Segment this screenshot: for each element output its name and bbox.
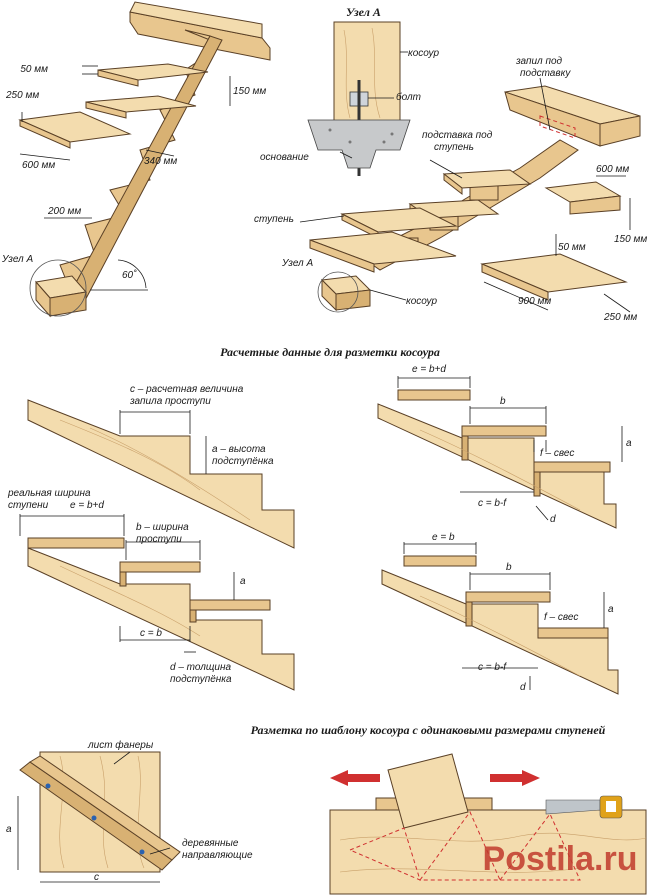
angle-label: 60˚	[122, 269, 137, 281]
stringer-illustration	[18, 1, 271, 318]
dim-250-label: 250 мм	[5, 90, 39, 101]
node-a-title: Узел А	[346, 5, 381, 19]
plywood-label: лист фанеры	[87, 739, 154, 751]
plywood-template	[17, 751, 181, 883]
br-f-label: f – свес	[544, 612, 578, 623]
node-a-detail	[307, 21, 411, 176]
stringer-with-treads	[19, 514, 295, 691]
kosour-label-right: косоур	[406, 296, 438, 307]
stringer-cut-diagram	[27, 399, 295, 549]
br-b-label: b	[506, 562, 512, 573]
dim-50-label: 50 мм	[20, 64, 48, 75]
stringer-overhang	[381, 542, 619, 695]
stupen-label: ступень	[254, 214, 294, 225]
dim-150-right: 150 мм	[614, 234, 647, 245]
kosour-label-node: косоур	[408, 48, 440, 59]
c-eq-b-label: с = b	[140, 628, 162, 639]
dim-600-label: 600 мм	[22, 160, 55, 171]
saw-marking-illustration	[329, 753, 647, 895]
tr-a-label: а	[626, 438, 632, 449]
e-eq-bd-left: е = b+d	[70, 500, 104, 511]
sec3-c-label: с	[94, 872, 99, 883]
a-left-label: а	[240, 576, 246, 587]
sec3-a-label: а	[6, 824, 12, 835]
dim-340-label: 340 мм	[144, 156, 177, 167]
tr-b-label: b	[500, 396, 506, 407]
base-label: основание	[260, 152, 309, 163]
br-a-label: а	[608, 604, 614, 615]
bolt-label: болт	[396, 91, 421, 103]
br-c-label: с = b-f	[478, 662, 507, 673]
node-a-label-left: Узел А	[1, 254, 33, 265]
node-a-label-right: Узел А	[281, 258, 313, 269]
section2-title: Расчетные данные для разметки косоура	[220, 345, 440, 359]
dim-200-label: 200 мм	[47, 206, 81, 217]
br-e-label: е = b	[432, 532, 455, 543]
tr-f-label: f – свес	[540, 448, 574, 459]
dim-900-label: 900 мм	[518, 296, 551, 307]
section3-title: Разметка по шаблону косоура с одинаковым…	[251, 723, 606, 737]
dim-50-right: 50 мм	[558, 242, 586, 253]
tr-e-label: е = b+d	[412, 364, 446, 375]
dim-600-right: 600 мм	[596, 164, 629, 175]
dim-150-label: 150 мм	[233, 86, 266, 97]
staircase-assembly	[299, 77, 641, 313]
br-d-label: d	[520, 682, 526, 693]
dim-250-right: 250 мм	[603, 312, 637, 323]
tr-c-label: с = b-f	[478, 498, 507, 509]
stringer-overhang-d	[377, 376, 623, 529]
watermark: Postila.ru	[483, 840, 638, 878]
tr-d-label: d	[550, 514, 556, 525]
